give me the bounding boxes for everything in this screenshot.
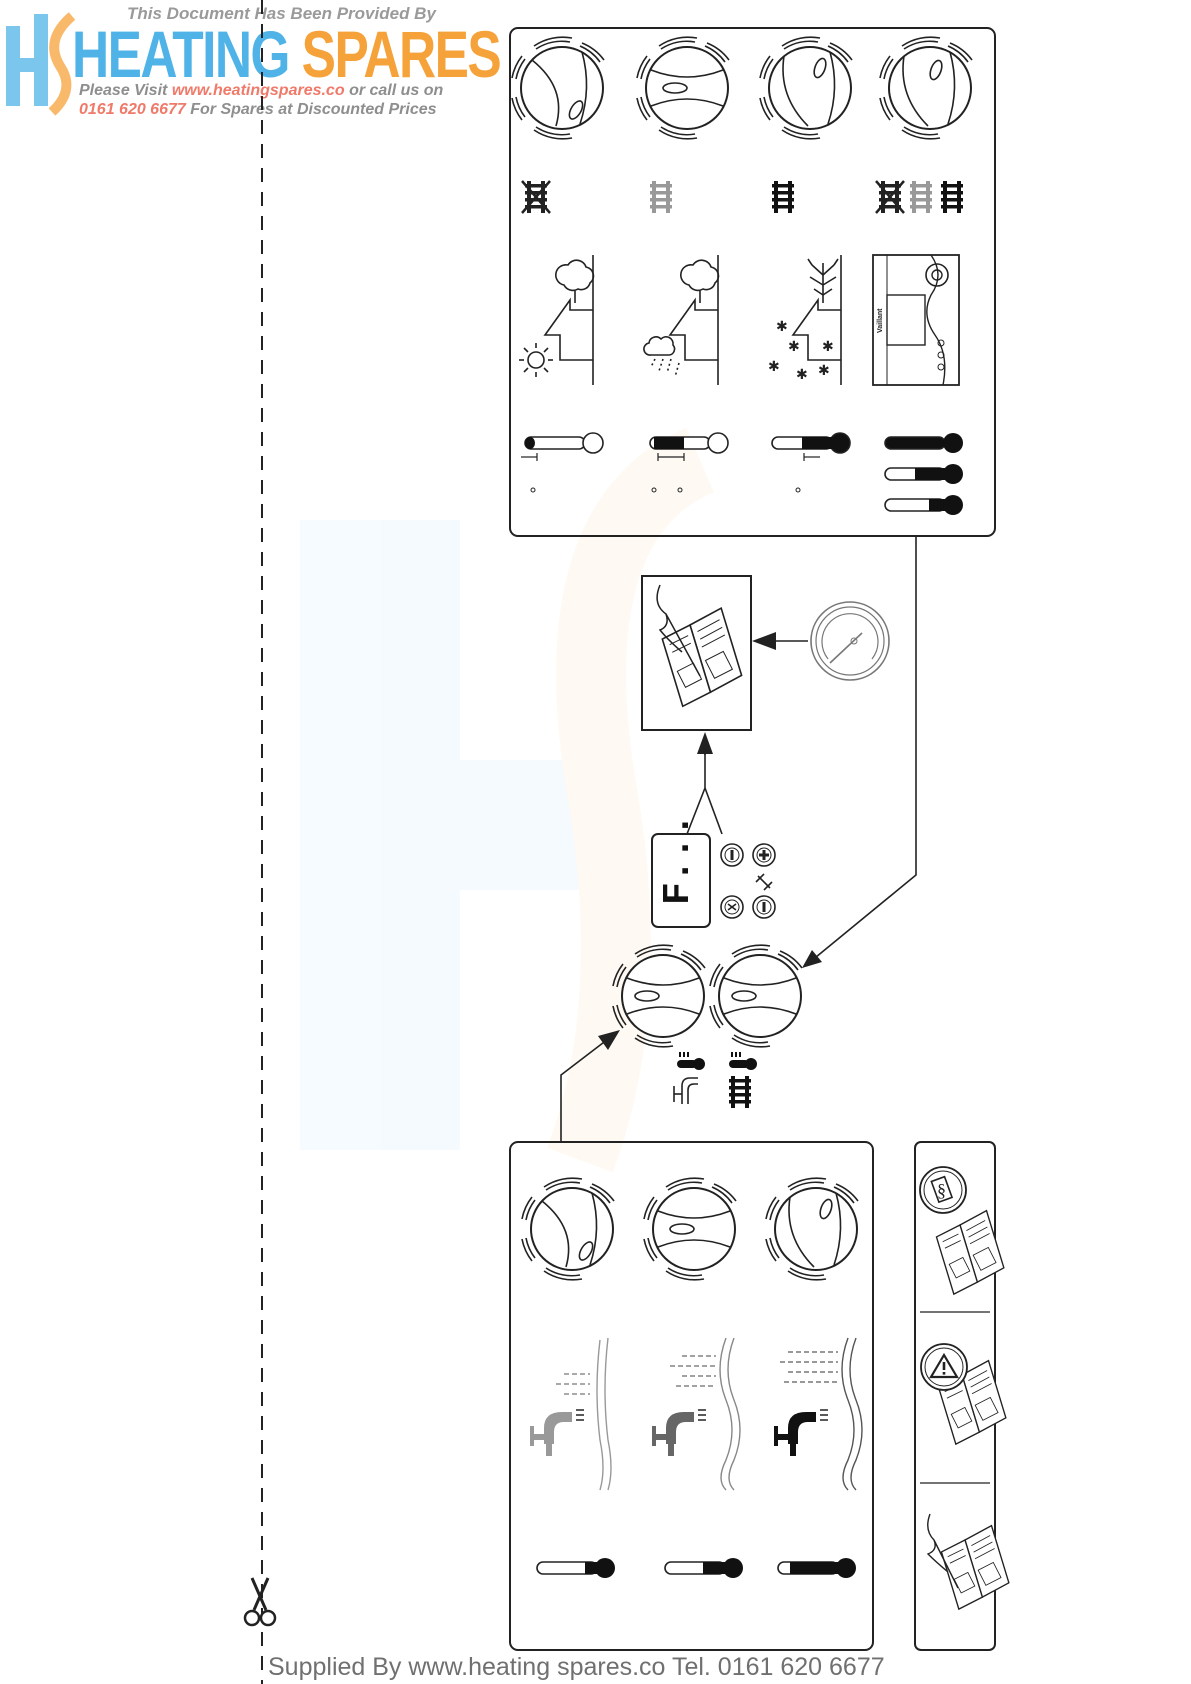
heating-dial-high[interactable] xyxy=(760,37,852,139)
chimney-sweep-icon xyxy=(756,874,772,890)
tap-high-steam-icon xyxy=(774,1338,862,1490)
heating-dial-low[interactable] xyxy=(637,37,729,139)
watermark-background-logo xyxy=(300,460,700,1160)
connector-heating-to-dial xyxy=(810,536,916,962)
hot-water-temp-bar-medium xyxy=(665,1558,743,1578)
arrowhead xyxy=(697,732,713,754)
radiator-high-icon xyxy=(772,181,794,213)
minus-button[interactable] xyxy=(753,896,775,918)
svg-text:§: § xyxy=(937,1180,946,1200)
temp-bar-high xyxy=(772,433,850,492)
hot-water-tap-small-icon xyxy=(674,1078,698,1104)
svg-text:✱: ✱ xyxy=(796,366,808,382)
arrowhead xyxy=(802,950,822,968)
radiator-off-small-icon xyxy=(876,181,904,213)
svg-text:✱: ✱ xyxy=(776,318,788,334)
service-spanner-icon: § xyxy=(920,1167,966,1213)
svg-text:✱: ✱ xyxy=(788,338,800,354)
radiator-high-small-icon xyxy=(941,181,963,213)
info-button[interactable] xyxy=(721,844,743,866)
hot-water-temp-icon xyxy=(677,1052,705,1070)
warning-triangle-icon xyxy=(921,1344,967,1390)
hot-water-temp-bar-high xyxy=(778,1558,856,1578)
svg-text:✱: ✱ xyxy=(822,338,834,354)
tap-medium-steam-icon xyxy=(652,1338,740,1490)
heating-temp-icon xyxy=(729,1052,757,1070)
watermark-logo-mark xyxy=(6,14,72,112)
room-thermostat-icon: Vaillant xyxy=(873,255,959,385)
thermostat-brand: Vaillant xyxy=(877,308,884,333)
summer-sun-house-icon xyxy=(519,255,594,385)
pressure-gauge-icon xyxy=(811,602,889,680)
footer-supplier-text: Supplied By www.heating spares.co Tel. 0… xyxy=(268,1653,885,1682)
hot-water-dial-high[interactable] xyxy=(766,1178,858,1280)
svg-text:✱: ✱ xyxy=(768,358,780,374)
plus-button[interactable] xyxy=(753,844,775,866)
temp-bar-low xyxy=(521,433,603,492)
hot-water-temp-bar-low xyxy=(537,1558,615,1578)
hot-water-dial-low[interactable] xyxy=(522,1178,614,1280)
heating-dial-off[interactable] xyxy=(512,37,604,139)
user-manual-icon xyxy=(938,1525,1012,1611)
heating-dial-thermostat[interactable] xyxy=(880,37,972,139)
central-heating-dial[interactable] xyxy=(710,945,802,1047)
radiator-small-icon xyxy=(729,1076,751,1108)
rain-cloud-house-icon xyxy=(644,255,719,385)
temp-bars-stacked xyxy=(885,433,963,515)
snow-frost-house-icon: ✱ ✱ ✱ ✱ ✱ ✱ xyxy=(768,255,841,385)
arrowhead xyxy=(752,632,776,650)
radiator-low-icon xyxy=(650,181,672,213)
scissors-icon xyxy=(245,1578,275,1625)
reset-button[interactable] xyxy=(721,896,743,918)
fault-code-text: F... xyxy=(657,814,700,905)
hot-water-dial-medium[interactable] xyxy=(644,1178,736,1280)
tap-low-steam-icon xyxy=(530,1338,611,1490)
radiator-low-small-icon xyxy=(910,181,932,213)
radiator-off-icon xyxy=(522,181,550,213)
svg-text:✱: ✱ xyxy=(818,362,830,378)
